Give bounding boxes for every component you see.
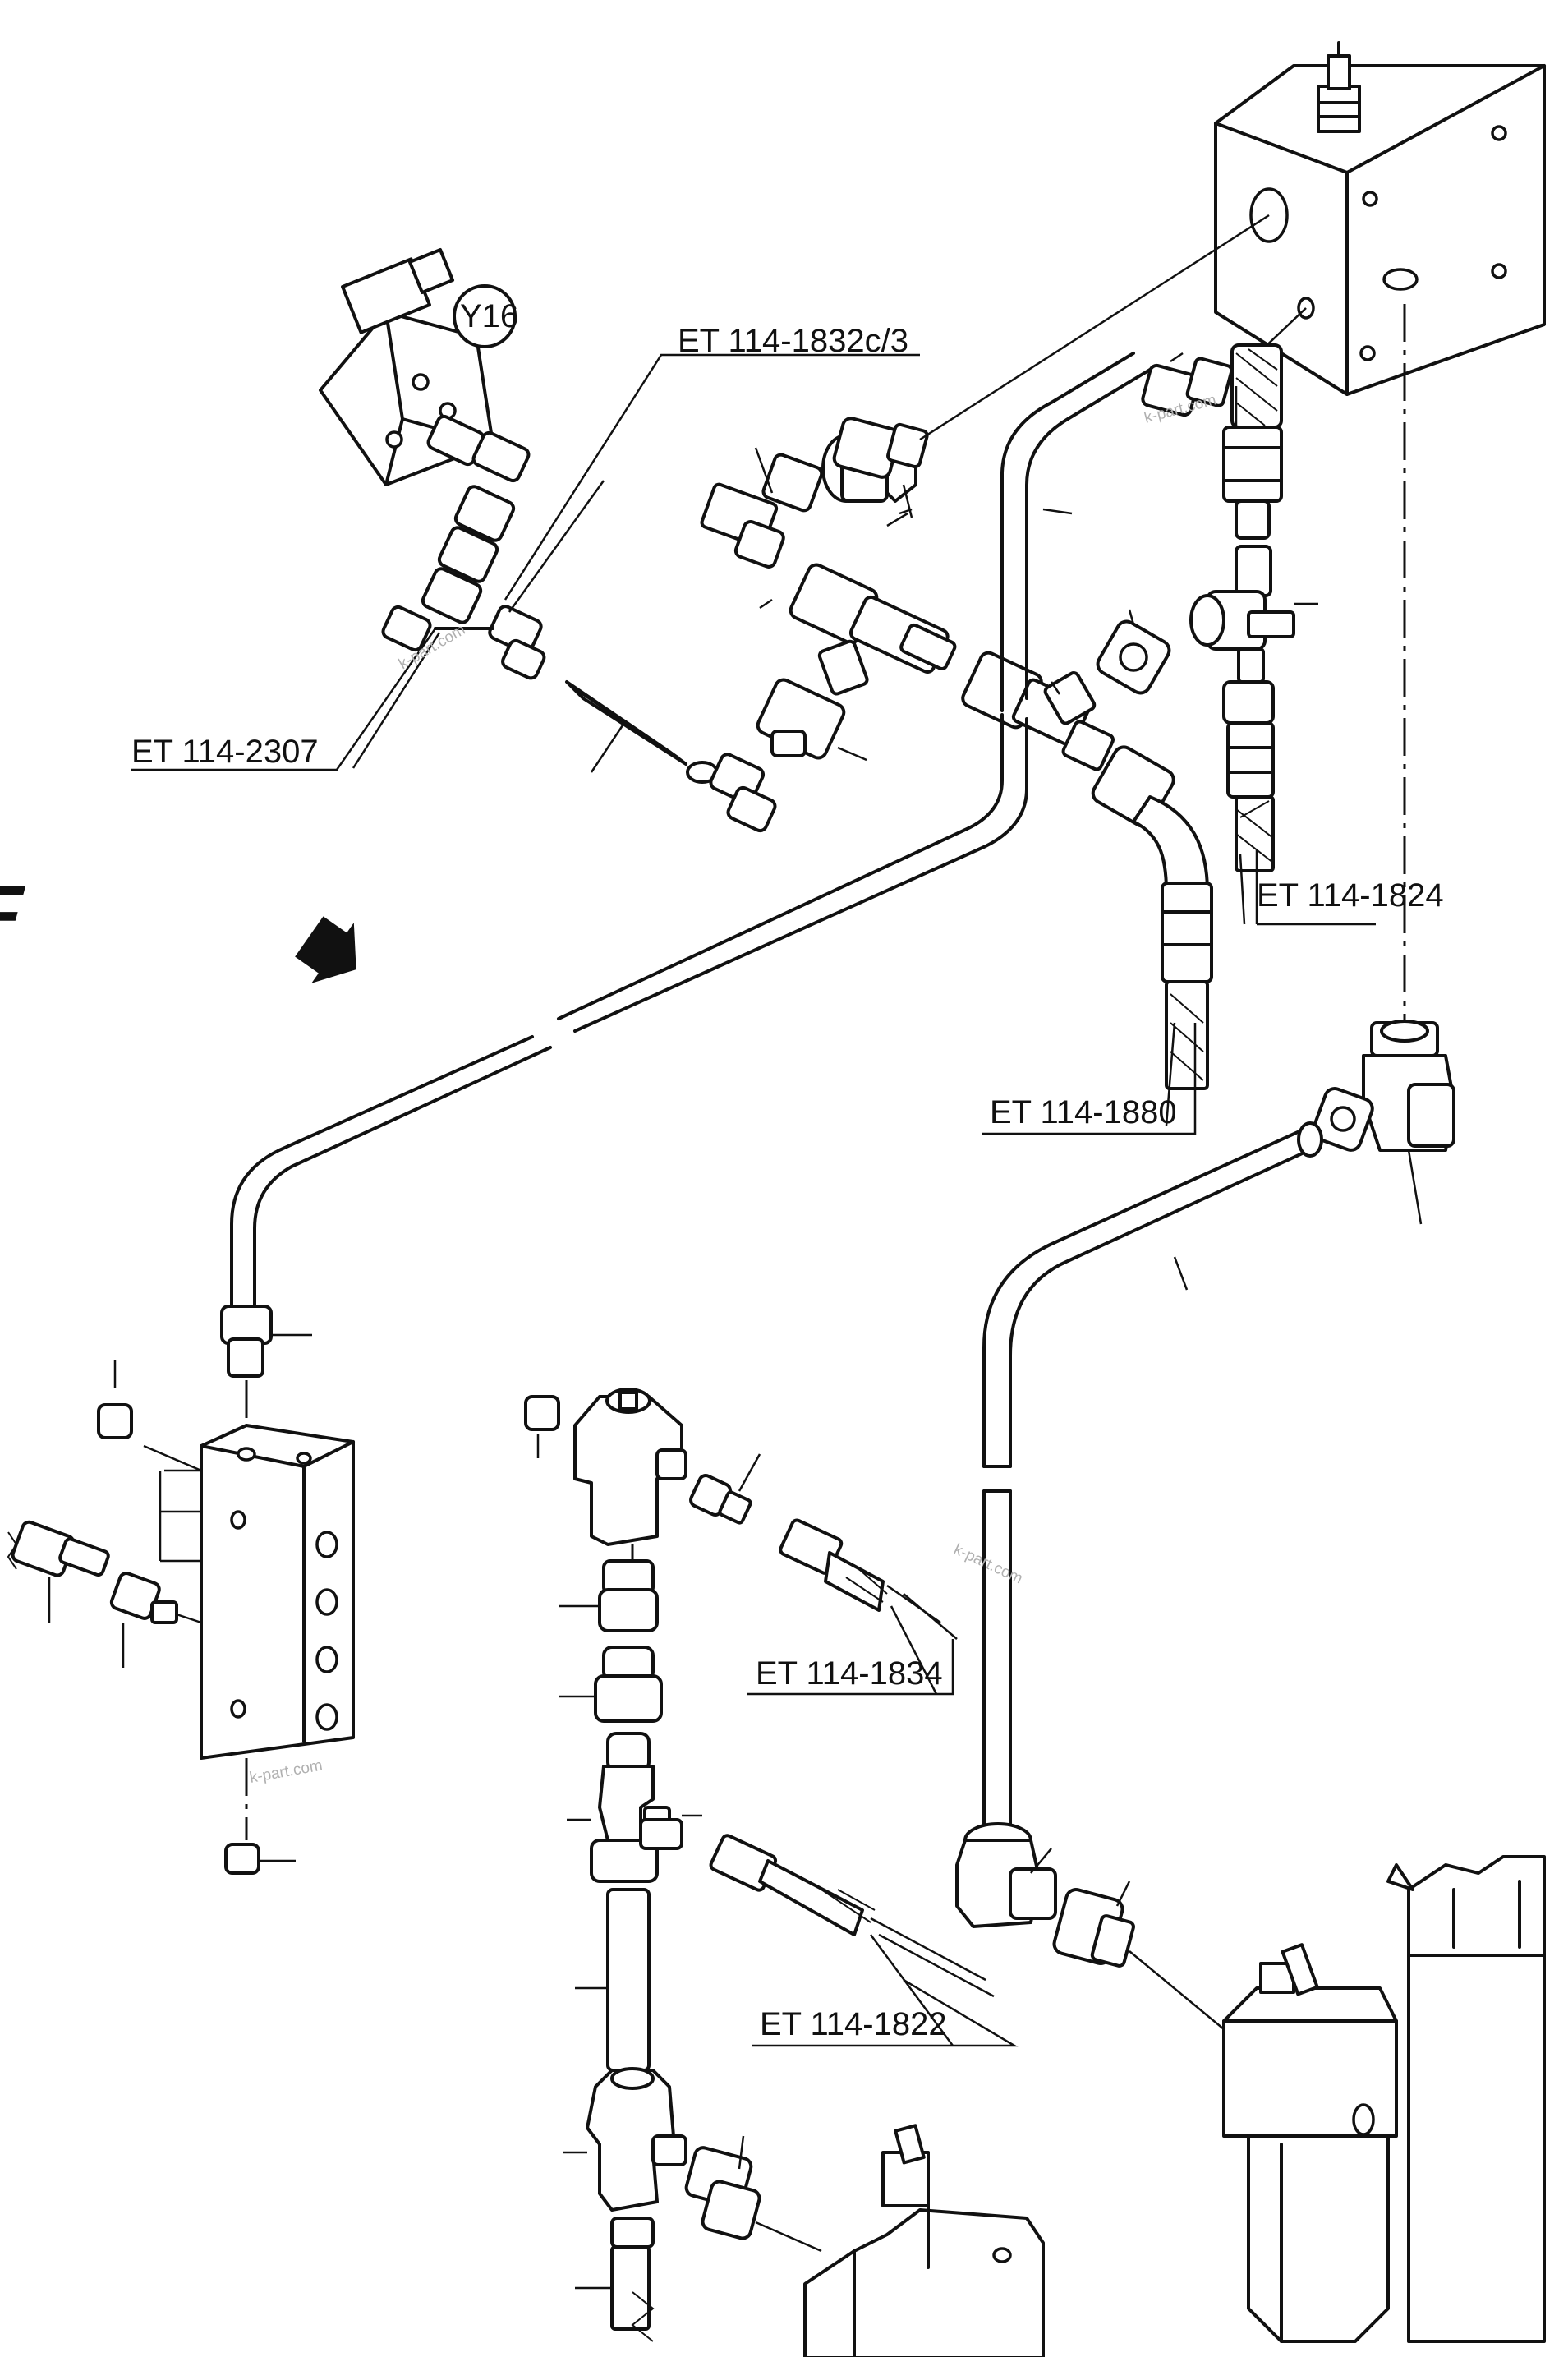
long-pipe-left: [230, 352, 1152, 1308]
part-label-et-114-2307: ET 114-2307: [131, 734, 319, 770]
tee-fitting-central: [961, 651, 1115, 771]
long-pipe-right: [982, 1121, 1323, 1825]
tee-fitting-right-middle: [1311, 1020, 1455, 1225]
pipe-end-fitting-left: [220, 1305, 312, 1438]
part-label-et-114-1880: ET 114-1880: [990, 1094, 1177, 1130]
direction-letter: F: [0, 870, 33, 958]
pump-housing-bottom: [803, 2124, 1045, 2357]
hydraulic-hose-right-upper: [1222, 343, 1283, 540]
fitting-connector-right: [1141, 307, 1307, 417]
small-tube-segment: [565, 680, 777, 833]
label-leaders: [131, 353, 1376, 2047]
part-label-et-114-1822: ET 114-1822: [760, 2006, 947, 2042]
elbow-hose-fitting: [1091, 745, 1213, 1090]
hydraulic-hose-right-lower: [1222, 680, 1275, 872]
tee-fitting-right: [1189, 545, 1318, 684]
filter-housing: [1222, 1855, 1546, 2343]
nut-fittings-middle: [1096, 609, 1171, 695]
distribution-block-left: [7, 1360, 355, 1875]
fitting-connector-top: [832, 214, 1270, 518]
direction-indicator: F: [0, 870, 356, 983]
direction-arrow-icon: [295, 916, 356, 983]
part-label-et-114-1834: ET 114-1834: [756, 1655, 943, 1692]
tee-fitting-group-left: [700, 430, 957, 762]
watermark: k-part.com: [248, 1757, 324, 1787]
watermark: k-part.com: [951, 1540, 1025, 1587]
valve-stack-bottom-middle: [524, 1388, 995, 2342]
part-label-et-114-1824: ET 114-1824: [1257, 877, 1444, 914]
y16-label: Y16: [460, 298, 518, 334]
part-label-et-114-1832c-3: ET 114-1832c/3: [678, 323, 908, 359]
solenoid-fitting-chain: [381, 414, 546, 680]
tee-fitting-lower-right: [955, 1822, 1225, 2030]
valve-block-top-right: [1214, 41, 1546, 396]
